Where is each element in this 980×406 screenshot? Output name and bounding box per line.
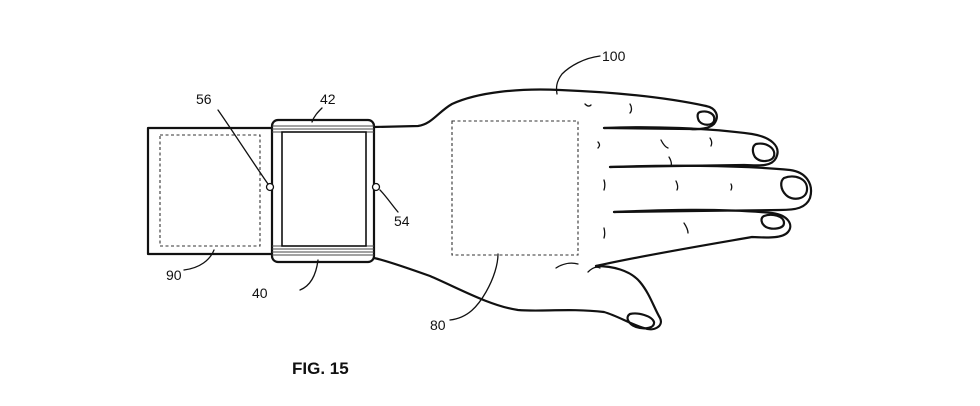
sensor-54 — [371, 182, 381, 192]
hand-sensor-region-80 — [451, 120, 579, 256]
nail-thumb — [626, 312, 656, 330]
band-sensor-region-90 — [159, 134, 261, 247]
figure-caption: FIG. 15 — [292, 359, 349, 378]
leader-lines — [183, 55, 601, 321]
device-body — [270, 118, 376, 264]
label-80: 80 — [430, 317, 446, 333]
nail-index — [696, 110, 716, 126]
skin-detail-marks — [555, 103, 733, 273]
label-90: 90 — [166, 267, 182, 283]
band-strap — [146, 126, 278, 256]
label-54: 54 — [394, 213, 410, 229]
hand-outline — [372, 88, 813, 331]
sensor-56 — [265, 182, 275, 192]
label-42: 42 — [320, 91, 336, 107]
fingernails — [626, 110, 809, 330]
nail-ring — [780, 175, 809, 200]
label-100: 100 — [602, 48, 626, 64]
label-56: 56 — [196, 91, 212, 107]
nail-pinky — [760, 213, 786, 230]
nail-middle — [751, 142, 776, 163]
label-40: 40 — [252, 285, 268, 301]
